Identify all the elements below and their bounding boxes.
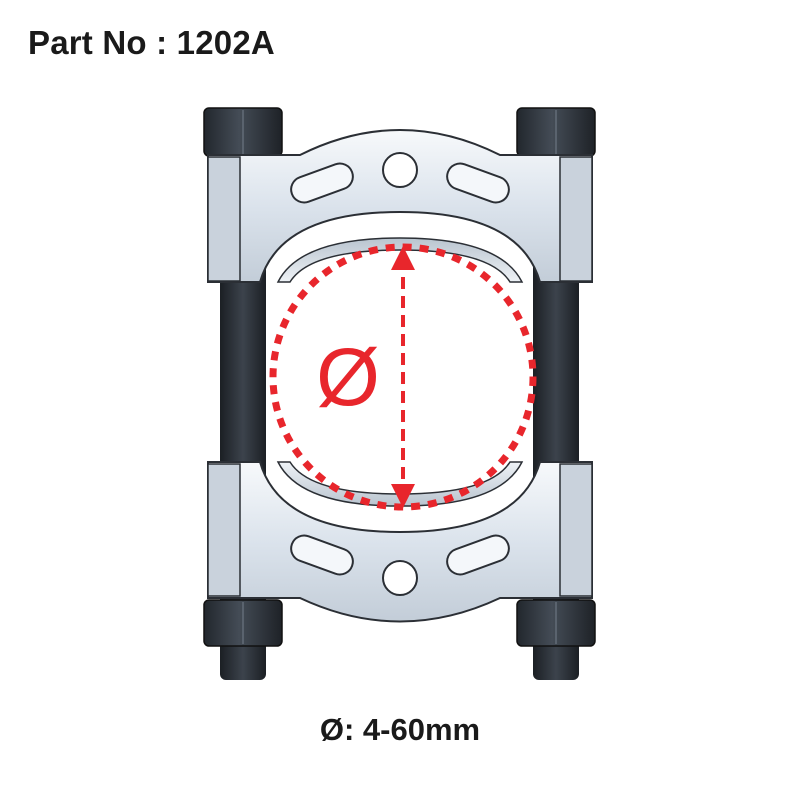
- diameter-range-caption: Ø: 4-60mm: [319, 712, 481, 747]
- upper-slot-right: [446, 162, 510, 204]
- bottom-nut-right: [516, 599, 596, 647]
- lower-slot-right: [446, 534, 510, 576]
- bottom-nut-left: [203, 599, 283, 647]
- top-nut-left: [203, 107, 283, 157]
- upper-slot-left: [290, 162, 354, 204]
- upper-separator-plate: [207, 129, 593, 283]
- diameter-symbol: Ø: [316, 332, 380, 423]
- lower-separator-plate: [207, 461, 593, 623]
- lower-slot-left: [290, 534, 354, 576]
- top-nut-right: [516, 107, 596, 157]
- upper-plate-hole: [382, 152, 418, 188]
- lower-plate-hole: [382, 560, 418, 596]
- part-number-title: Part No : 1202A: [28, 24, 275, 61]
